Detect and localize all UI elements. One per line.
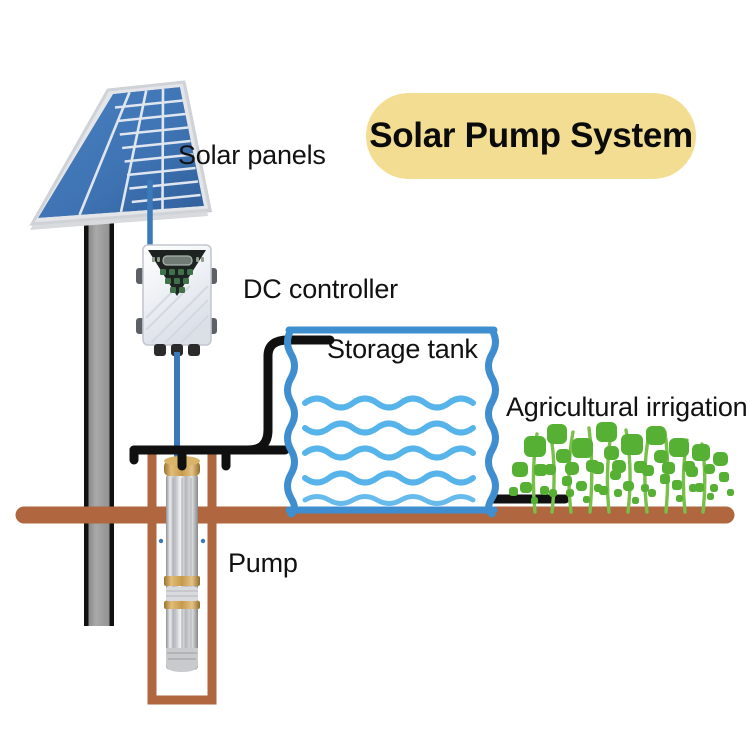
solar-panel-assembly [29, 80, 212, 626]
panel-cell-grid [38, 87, 204, 218]
label-agricultural-irrigation: Agricultural irrigation [506, 392, 748, 422]
crop-field [509, 422, 734, 514]
dc-controller-box [136, 244, 217, 356]
storage-tank [284, 326, 499, 518]
mounting-pole [84, 196, 114, 626]
well-shaft [147, 452, 217, 705]
tank-water-waves [302, 395, 476, 506]
solar-panel [29, 80, 212, 230]
title-badge: Solar Pump System [366, 93, 696, 179]
page-title: Solar Pump System [369, 116, 693, 155]
label-pump: Pump [228, 548, 298, 578]
label-dc-controller: DC controller [243, 274, 398, 304]
crop-leaves [509, 422, 734, 504]
pipe-to-tank [243, 335, 335, 455]
label-solar-panels: Solar panels [178, 140, 326, 170]
label-storage-tank: Storage tank [327, 334, 478, 364]
submersible-pump [164, 456, 200, 672]
well-fastener-dots [158, 538, 206, 544]
